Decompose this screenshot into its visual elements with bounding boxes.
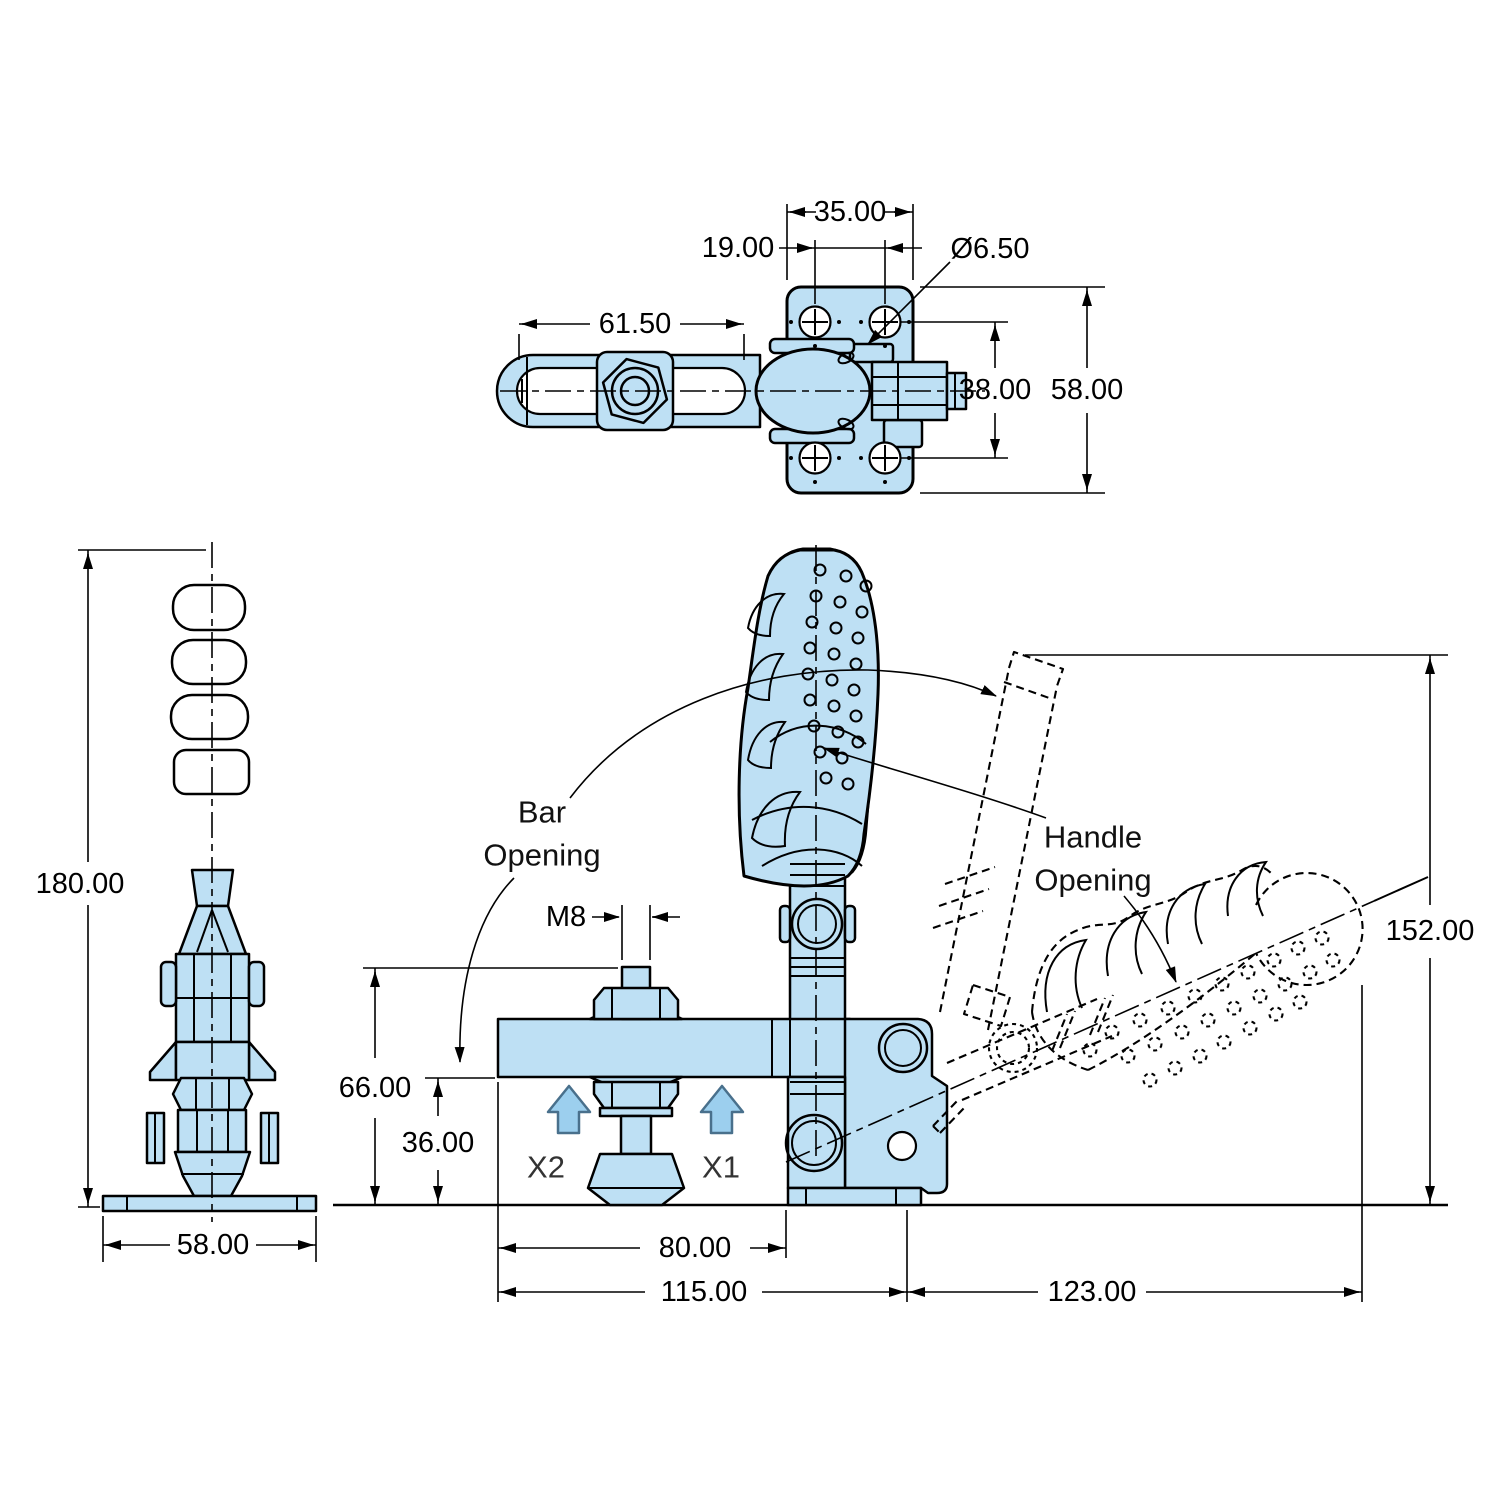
dim-spindle-thread: M8 [546,901,586,933]
label-x1: X1 [702,1150,740,1185]
open-grip-dimples [1082,930,1341,1088]
force-arrow-x1 [699,1084,745,1135]
force-arrows: X2 X1 [527,1084,745,1185]
open-handle-knob [1255,871,1364,987]
front-view-dimensions: 180.00 58.00 [36,549,317,1262]
label-handle-opening-1: Handle [1044,820,1142,855]
dim-slot-length: 61.50 [599,308,672,340]
dim-hole-diameter: Ø6.50 [951,233,1030,265]
base-plate-front [101,1194,318,1213]
dim-handle-height-open: 152.00 [1386,915,1475,947]
top-view-part [495,285,985,495]
motion-leaders [454,669,1177,1063]
body-pivot-boss [877,1022,929,1074]
label-bar-opening-2: Opening [483,838,600,873]
bar-pivot [784,1113,844,1173]
label-x2: X2 [527,1150,565,1185]
screw-holes [789,305,911,484]
dim-base-width: 58.00 [177,1229,250,1261]
dim-plate-width: 35.00 [814,196,887,228]
label-bar-opening-1: Bar [518,795,566,830]
top-view-dimensions: 35.00 19.00 Ø6.50 61.50 38.00 58.00 [518,196,1124,494]
closed-clamp [496,545,949,1207]
centerline-handle-open [785,900,1375,1163]
dim-overall-height: 180.00 [36,868,125,900]
body-foot-flange [786,1186,923,1207]
label-handle-opening-2: Opening [1034,863,1151,898]
dim-hole-spacing-v: 38.00 [959,374,1032,406]
open-position-handle [785,860,1429,1163]
dim-hole-spacing-h: 19.00 [702,232,775,264]
dim-bar-top-height: 66.00 [339,1072,412,1104]
dim-bar-length: 80.00 [659,1232,732,1264]
annotation-labels: Bar Opening Handle Opening [483,795,1151,898]
top-view: 35.00 19.00 Ø6.50 61.50 38.00 58.00 [495,196,1124,495]
open-position-bar [932,650,1065,1074]
clamp-bar-side [496,1017,852,1079]
handle-grip-side [737,548,880,888]
handle-pivot-eye [790,897,844,951]
rubber-foot-side [586,1152,686,1207]
side-view-dimensions: M8 66.00 36.00 80.00 115.00 [339,654,1475,1308]
clamp-body [843,1017,949,1195]
mounting-hole-side [886,1130,918,1162]
spindle-assembly [586,965,686,1207]
dim-handle-reach: 123.00 [1048,1276,1137,1308]
dim-overall-length: 115.00 [661,1276,748,1308]
dim-bar-clearance: 36.00 [402,1127,475,1159]
side-view: X2 X1 Bar Opening Handle Opening M8 66.0… [333,545,1474,1308]
dim-plate-height: 58.00 [1051,374,1124,406]
force-arrow-x2 [546,1084,592,1135]
